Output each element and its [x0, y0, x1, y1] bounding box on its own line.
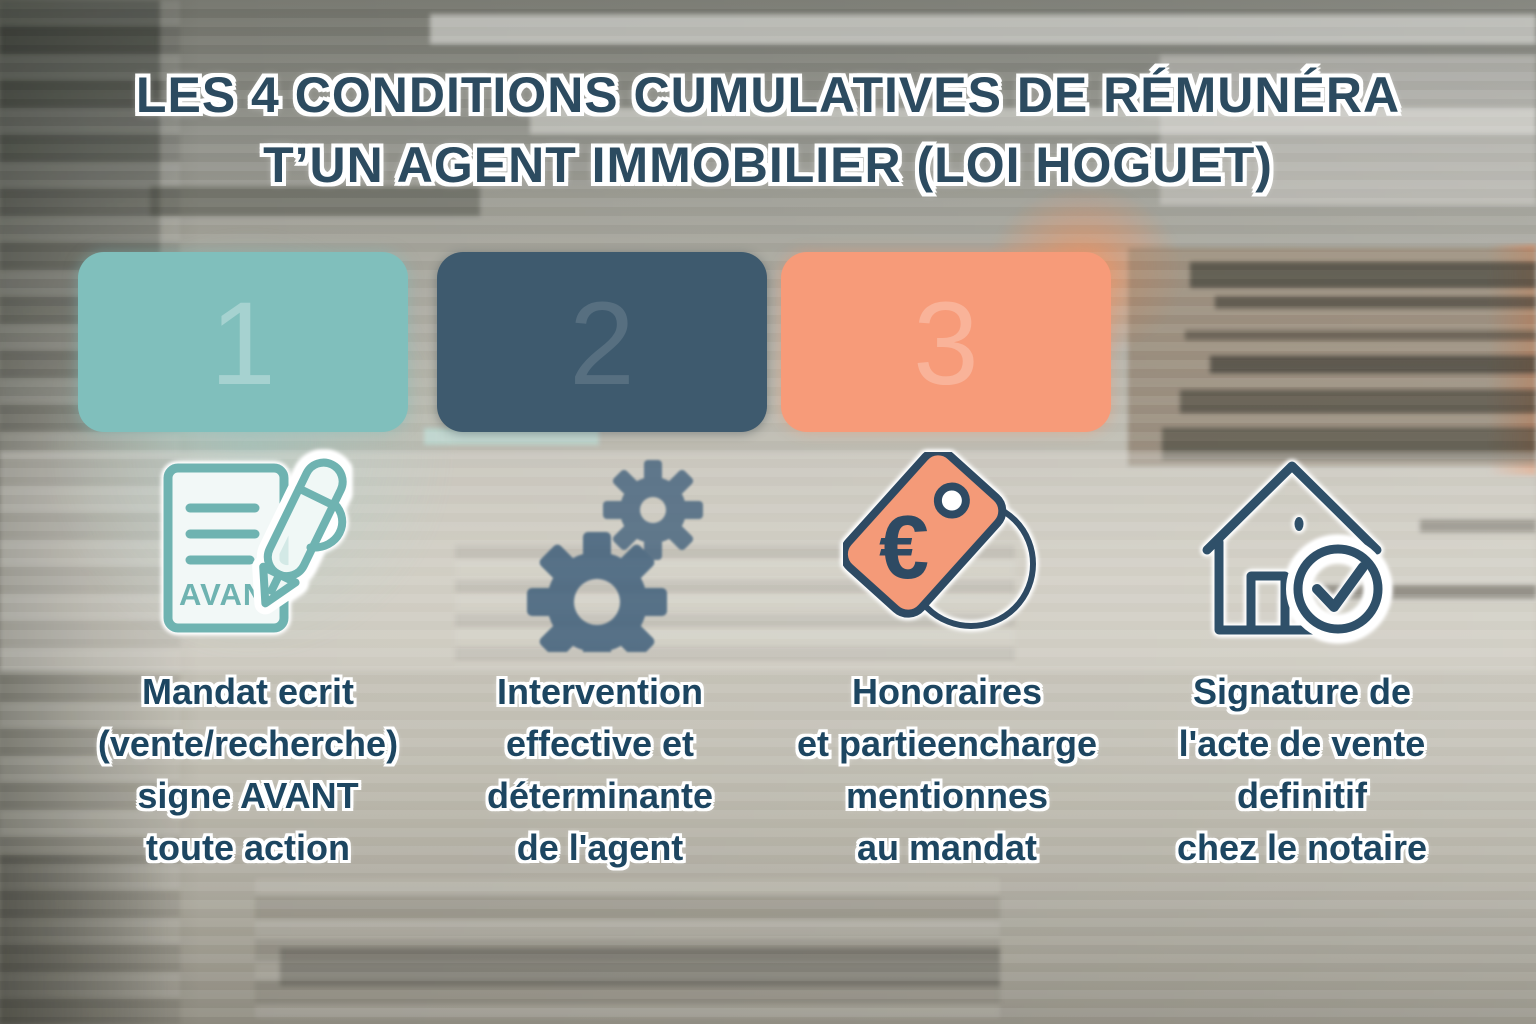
caption-line: Mandat ecrit — [141, 671, 355, 712]
step-caption-4: Signature de l'acte de vente definitif c… — [1092, 666, 1512, 874]
svg-text:AVAN: AVAN — [179, 577, 266, 612]
gears-icon — [505, 452, 705, 672]
bg-stripe — [1185, 330, 1536, 340]
caption-line: Signature de — [1192, 671, 1412, 712]
step-card-1: 1 — [78, 252, 408, 432]
caption-line: definitif — [1237, 775, 1367, 816]
caption-line: mentionnes — [845, 775, 1049, 816]
signed-mandate-contract-icon: AVAN — [150, 451, 354, 652]
caption-line: toute action — [146, 827, 350, 868]
bg-stripe — [255, 878, 1000, 1018]
bg-stripe — [530, 108, 1536, 134]
caption-line: l'acte de vente — [1178, 723, 1426, 764]
bg-stripe — [0, 855, 170, 1024]
caption-line: Intervention — [496, 671, 703, 712]
step-caption-2: Intervention effective et déterminante d… — [390, 666, 810, 874]
step-card-2: 2 — [437, 252, 767, 432]
bg-stripe — [280, 948, 1000, 986]
bg-stripe — [1160, 55, 1536, 205]
caption-line: signe AVANT — [137, 775, 359, 816]
bg-stripe — [0, 0, 180, 1024]
caption-line: (vente/recherche) — [97, 723, 399, 764]
step-number-2: 2 — [569, 278, 635, 410]
caption-line: chez le notaire — [1176, 827, 1428, 868]
bg-stripe — [424, 428, 599, 445]
step-card-3: 3 — [781, 252, 1111, 432]
title-line-2: T’UN AGENT IMMOBILIER (LOI HOGUET) — [263, 137, 1273, 193]
step-number-3: 3 — [913, 278, 979, 410]
caption-line: au mandat — [856, 827, 1038, 868]
caption-line: et partieencharge — [796, 723, 1098, 764]
bg-stripe — [1420, 520, 1536, 532]
page-title: LES 4 CONDITIONS CUMULATIVES DE RÉMUNÉRA… — [0, 60, 1536, 200]
step-caption-3: Honoraires et partieencharge mentionnes … — [737, 666, 1157, 874]
caption-line: de l'agent — [516, 827, 684, 868]
house-sale-check-icon — [1195, 452, 1395, 652]
bg-stripe — [150, 186, 480, 216]
caption-line: Honoraires — [851, 671, 1043, 712]
bg-stripe — [1215, 296, 1536, 309]
bg-stripe — [1162, 428, 1536, 460]
bg-stripe — [1190, 262, 1536, 288]
bg-stripe — [1210, 356, 1536, 373]
step-number-1: 1 — [210, 278, 276, 410]
step-caption-1: Mandat ecrit (vente/recherche) signe AVA… — [38, 666, 458, 874]
bg-stripe — [1180, 390, 1536, 413]
euro-price-tag-icon: € — [839, 447, 1043, 652]
svg-text:€: € — [879, 498, 929, 598]
caption-line: effective et — [505, 723, 695, 764]
title-line-1: LES 4 CONDITIONS CUMULATIVES DE RÉMUNÉRA — [135, 67, 1401, 123]
caption-line: déterminante — [486, 775, 714, 816]
bg-stripe — [430, 14, 1536, 44]
